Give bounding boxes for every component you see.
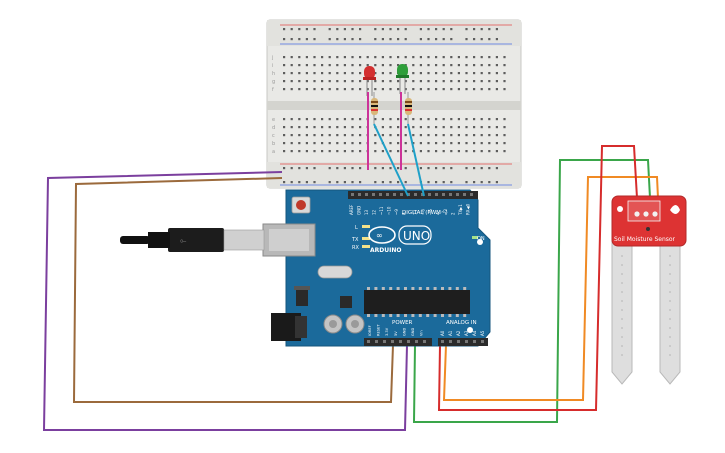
usb-cable: ⟜ bbox=[120, 228, 265, 252]
digital-pin-label: 12 bbox=[372, 209, 377, 215]
digital-header-label: DIGITAL (PWM~) bbox=[402, 210, 448, 216]
wire-green[interactable] bbox=[412, 159, 651, 423]
arduino-model-text: UNO bbox=[403, 229, 430, 243]
row-label-d: d bbox=[272, 125, 275, 131]
analog-pin-label: A1 bbox=[448, 330, 453, 336]
analog-pin-label: A5 bbox=[480, 330, 485, 336]
green-led[interactable] bbox=[396, 64, 409, 94]
digital-pin-label: ~5 bbox=[428, 209, 433, 215]
row-label-b: b bbox=[272, 141, 275, 147]
sensor-label: Soil Moisture Sensor bbox=[614, 236, 676, 243]
digital-pin-label: 4 bbox=[436, 212, 441, 215]
digital-pin-label: ~3 bbox=[443, 209, 448, 215]
power-header-label: POWER bbox=[392, 320, 413, 326]
row-label-j: j bbox=[271, 55, 273, 61]
wire-cyan-2[interactable] bbox=[407, 123, 425, 197]
digital-pin-label: RX◀0 bbox=[466, 203, 471, 215]
digital-pin-label: 2 bbox=[451, 212, 456, 215]
soil-moisture-sensor: Soil Moisture Sensor bbox=[611, 195, 687, 385]
digital-pin-label: GND bbox=[357, 206, 362, 215]
arduino-brand-text: ARDUINO bbox=[370, 247, 401, 254]
usb-chip bbox=[340, 296, 352, 308]
row-label-c: c bbox=[272, 133, 275, 139]
wire-red[interactable] bbox=[437, 145, 638, 411]
capacitors bbox=[323, 314, 365, 334]
digital-pin-label: ~11 bbox=[379, 206, 384, 215]
wire-cyan-1[interactable] bbox=[373, 123, 409, 197]
row-label-g: g bbox=[272, 79, 275, 85]
arduino-logo: ∞ ARDUINO UNO bbox=[368, 225, 432, 254]
svg-text:⟜: ⟜ bbox=[180, 236, 187, 245]
digital-pin-label: AREF bbox=[349, 204, 354, 215]
digital-pin-label: ~10 bbox=[387, 206, 392, 215]
power-pin-label: Vin bbox=[420, 330, 424, 336]
microcontroller-chip bbox=[364, 287, 470, 317]
row-label-f: f bbox=[272, 87, 274, 93]
led-label-l: L bbox=[355, 225, 358, 231]
digital-pin-label: 13 bbox=[364, 209, 369, 215]
sensor-pin-vcc[interactable] bbox=[634, 211, 640, 217]
power-pin-label: IOREF bbox=[368, 325, 372, 336]
digital-pin-label: 8 bbox=[402, 212, 407, 215]
power-pin-label: 3.3V bbox=[385, 327, 389, 336]
sensor-pin-gnd[interactable] bbox=[643, 211, 649, 217]
led-label-tx: TX bbox=[351, 237, 359, 243]
power-pin-label: GND bbox=[402, 328, 406, 336]
wire-purple[interactable] bbox=[42, 171, 408, 431]
wire-orange[interactable] bbox=[442, 176, 659, 401]
power-jack[interactable] bbox=[271, 313, 307, 341]
power-pin-label: RESET bbox=[377, 324, 381, 336]
breadboard-row-labels: j i h g f e d c b a bbox=[271, 55, 275, 155]
row-label-h: h bbox=[272, 71, 275, 77]
digital-pin-label: ~9 bbox=[394, 209, 399, 215]
analog-header-label: ANALOG IN bbox=[446, 320, 477, 326]
reset-button[interactable] bbox=[291, 196, 311, 214]
breadboard-holes bbox=[283, 28, 506, 184]
usb-port[interactable] bbox=[262, 223, 316, 257]
onboard-leds: L TX RX ON bbox=[351, 225, 485, 251]
analog-pin-label: A2 bbox=[456, 330, 461, 336]
power-pin-label: GND bbox=[411, 328, 415, 336]
wire-brown[interactable] bbox=[72, 177, 394, 403]
row-label-a: a bbox=[272, 149, 275, 155]
led-label-rx: RX bbox=[352, 245, 359, 251]
sensor-pin-sig[interactable] bbox=[652, 211, 658, 217]
digital-pin-label: TX▶1 bbox=[458, 204, 463, 216]
analog-pin-label: A0 bbox=[440, 330, 445, 336]
digital-pin-label: 7 bbox=[413, 212, 418, 215]
bottom-headers bbox=[367, 340, 484, 343]
analog-pin-label: A4 bbox=[472, 330, 477, 336]
power-pin-label: 5V bbox=[394, 331, 398, 336]
analog-pin-label: A3 bbox=[464, 330, 469, 336]
breadboard: j i h g f e d c b a bbox=[266, 19, 522, 189]
row-label-e: e bbox=[272, 117, 275, 123]
crystal-oscillator bbox=[317, 265, 353, 279]
voltage-regulator bbox=[294, 286, 310, 306]
resistor-2[interactable] bbox=[405, 92, 412, 124]
on-label: ON bbox=[477, 236, 485, 242]
row-label-i: i bbox=[272, 63, 273, 69]
digital-pin-label: ~6 bbox=[421, 209, 426, 215]
svg-text:∞: ∞ bbox=[376, 231, 383, 240]
resistor-1[interactable] bbox=[371, 92, 378, 124]
